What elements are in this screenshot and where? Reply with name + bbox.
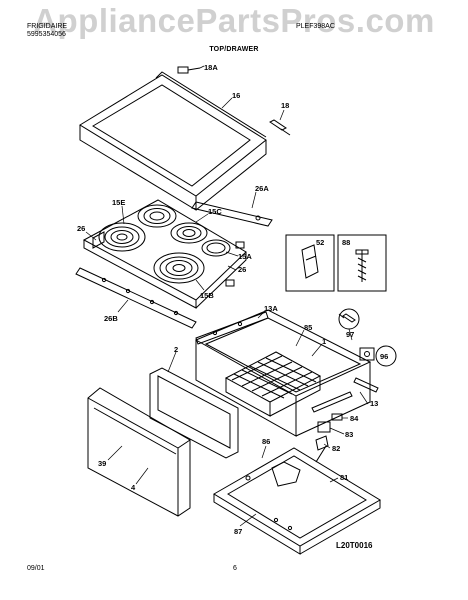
label-13: 13 bbox=[370, 399, 378, 408]
label-85: 85 bbox=[304, 323, 312, 332]
burner-assembly bbox=[82, 199, 247, 309]
label-81: 81 bbox=[340, 473, 348, 482]
label-26a: 26A bbox=[255, 184, 269, 193]
label-86: 86 bbox=[262, 437, 270, 446]
screw-97 bbox=[338, 308, 360, 330]
leader-lines bbox=[85, 65, 369, 527]
section-title: TOP/DRAWER bbox=[209, 46, 259, 53]
switch-parts bbox=[315, 413, 343, 463]
drawer-rail-13a bbox=[195, 311, 269, 345]
clip-96 bbox=[359, 345, 397, 367]
diagram-code: L20T0016 bbox=[336, 541, 373, 550]
label-18a: 18A bbox=[204, 63, 218, 72]
label-82: 82 bbox=[332, 444, 340, 453]
drawer-inner-panel-2 bbox=[149, 367, 239, 459]
label-15e: 15E bbox=[112, 198, 125, 207]
label-26b: 26B bbox=[104, 314, 118, 323]
label-15c: 15C bbox=[208, 207, 222, 216]
label-15b: 15B bbox=[200, 291, 214, 300]
callout-labels: 18A 16 18 26A 15E 15C 26 15A 26 15B 26B … bbox=[77, 63, 388, 536]
label-96: 96 bbox=[380, 352, 388, 361]
label-15a: 15A bbox=[238, 252, 252, 261]
label-4: 4 bbox=[131, 483, 136, 492]
brand-label: FRIGIDAIRE bbox=[27, 23, 68, 30]
label-2: 2 bbox=[174, 345, 178, 354]
broiler-rack-85 bbox=[224, 351, 322, 417]
label-97: 97 bbox=[346, 330, 354, 339]
footer-page-number: 6 bbox=[233, 565, 237, 572]
label-39: 39 bbox=[98, 459, 106, 468]
label-26-right: 26 bbox=[238, 265, 246, 274]
model-number: PLEF398AC bbox=[296, 23, 335, 30]
inset-box-52 bbox=[285, 234, 335, 292]
watermark: AppliancePartsPros.com bbox=[33, 2, 435, 39]
label-1: 1 bbox=[322, 337, 326, 346]
label-26: 26 bbox=[77, 224, 85, 233]
trim-strip-26b bbox=[75, 267, 197, 329]
screw-18 bbox=[269, 119, 291, 136]
label-87: 87 bbox=[234, 527, 242, 536]
label-84: 84 bbox=[350, 414, 359, 423]
drawer-body bbox=[194, 309, 372, 437]
footer-date: 09/01 bbox=[27, 565, 45, 572]
drawer-slide-13 bbox=[311, 377, 379, 413]
inset-box-88 bbox=[337, 234, 387, 292]
label-16: 16 bbox=[232, 91, 240, 100]
label-83: 83 bbox=[345, 430, 353, 439]
label-18: 18 bbox=[281, 101, 289, 110]
publication-number: 5995354056 bbox=[27, 31, 66, 38]
label-13a: 13A bbox=[264, 304, 278, 313]
drawer-front-39 bbox=[87, 387, 191, 517]
label-88: 88 bbox=[342, 238, 350, 247]
bracket-26-left bbox=[92, 231, 105, 249]
cooktop-panel bbox=[79, 71, 267, 211]
label-52: 52 bbox=[316, 238, 324, 247]
clip-18a bbox=[177, 66, 201, 74]
bottom-panel-81 bbox=[213, 447, 381, 555]
trim-strip-26a bbox=[191, 201, 273, 227]
